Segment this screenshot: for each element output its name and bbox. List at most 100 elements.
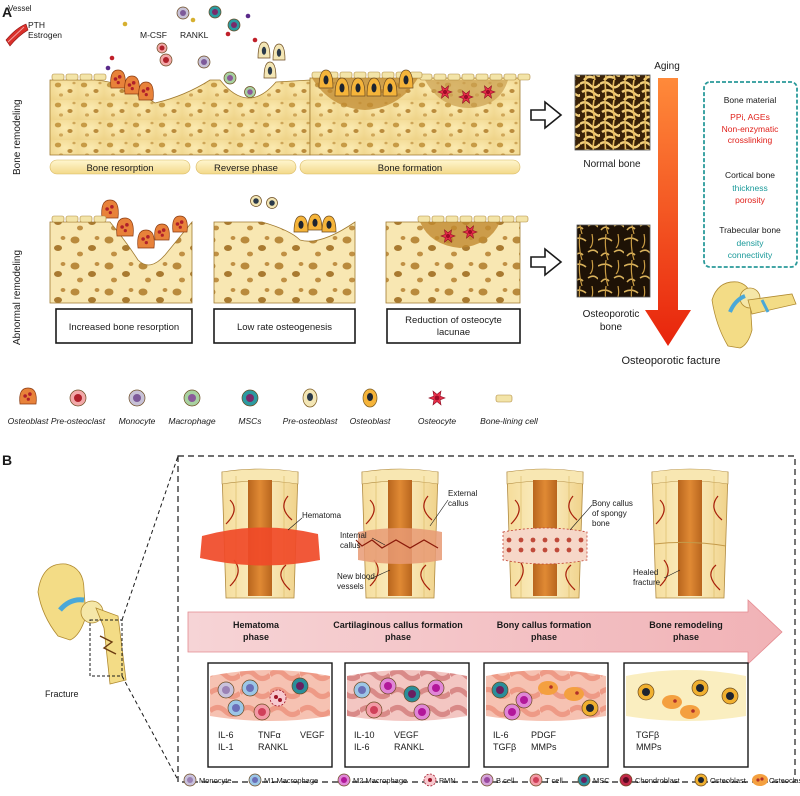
bone-cartilage-stage <box>355 468 442 599</box>
label-internal-callus: Internal <box>340 531 367 540</box>
bone-lining-cell <box>459 215 473 223</box>
signal-molecule <box>252 37 258 43</box>
phase-label-b: Hematoma <box>233 620 280 630</box>
osteocyte-cell <box>437 85 453 99</box>
macrophage-cell <box>223 71 237 85</box>
info-item: PPi, AGEs <box>730 112 770 122</box>
bone-lining-cell <box>515 215 529 223</box>
osteoclast-cell <box>101 199 119 219</box>
cytokine-label: VEGF <box>300 730 325 740</box>
leader-line <box>663 569 681 579</box>
cytokine-label: TGFβ <box>493 742 516 752</box>
osteoclast-cell <box>137 229 155 249</box>
osteoblast-cell <box>637 683 655 701</box>
phase-label-b: Bone remodeling <box>649 620 723 630</box>
phase-timeline-arrow <box>187 599 783 665</box>
pmn-icon <box>423 773 437 787</box>
msc-cell <box>403 685 421 703</box>
monocyte-cell <box>176 6 190 20</box>
msc-cell-icon <box>241 389 259 407</box>
info-item: density <box>737 238 765 248</box>
msc-cell <box>291 677 309 695</box>
bone-lining-cell <box>367 71 381 79</box>
legend-label: Bone-lining cell <box>480 416 539 426</box>
abnormal-block-osteogenesis <box>213 221 356 304</box>
signal-molecule <box>225 31 231 37</box>
cytokine-label: TNFα <box>258 730 281 740</box>
phase-bar <box>195 159 297 175</box>
signal-molecule <box>122 21 128 27</box>
bone-lining-cell <box>381 71 395 79</box>
osteoporotic-bone-label: bone <box>600 322 623 333</box>
cytokine-label: RANKL <box>258 742 288 752</box>
osteocyte-cell <box>458 90 474 104</box>
legend-label: Pre-osteoblast <box>283 416 338 426</box>
signal-molecule <box>190 17 196 23</box>
legend-label: MSCs <box>238 416 262 426</box>
hip-fracture-icon <box>37 563 127 685</box>
osteoblast-cell <box>293 215 309 233</box>
phase-label-b: phase <box>243 632 269 642</box>
osteocyte-cell <box>440 229 456 243</box>
monocyte-cell <box>197 55 211 69</box>
info-item: porosity <box>735 195 766 205</box>
info-item: thickness <box>732 183 767 193</box>
legend-label: Osteoblast <box>350 416 391 426</box>
macrophage-cell-icon <box>183 389 201 407</box>
cytokine-label: VEGF <box>394 730 419 740</box>
m2-macrophage-cell <box>503 703 521 721</box>
arrow-osteoporotic <box>530 247 563 277</box>
pre-osteoclast-cell <box>156 42 168 54</box>
osteoblast-cell <box>366 77 382 97</box>
legend-label: Monocyte <box>119 416 156 426</box>
pre-osteoblast-cell <box>272 43 286 61</box>
osteoblast-cell <box>307 213 323 231</box>
panel-a-letter: A <box>2 4 12 20</box>
bone-lining-cell <box>79 215 93 223</box>
abnormal-label: Increased bone resorption <box>69 322 179 333</box>
healed-line <box>653 541 727 547</box>
macrophage-cell <box>244 86 256 98</box>
hip-joint-icon <box>711 281 797 349</box>
label-healed: fracture <box>633 578 661 587</box>
bone-lining-cell <box>503 73 517 81</box>
osteoblast-icon <box>694 773 708 787</box>
osteoclast-cell-icon <box>19 387 37 405</box>
signal-mcsf: M-CSF <box>140 30 167 40</box>
abnormal-label: Reduction of osteocyte <box>405 315 502 326</box>
cytokine-label: RANKL <box>394 742 424 752</box>
m2-macrophage-cell <box>427 679 445 697</box>
cytokine-label: IL-1 <box>218 742 234 752</box>
m2-macrophage-cell <box>379 677 397 695</box>
osteoclast-cell <box>110 69 126 89</box>
pre-osteoblast-cell <box>266 197 278 209</box>
row-label-abnormal: Abnormal remodeling <box>12 250 23 345</box>
normal-bone-image <box>574 74 651 151</box>
info-title: Bone material <box>724 95 777 105</box>
osteoclast-cell <box>680 705 700 719</box>
abnormal-label-box <box>213 308 356 344</box>
legend-label-b: Chondroblast <box>635 776 681 785</box>
osteoblast-cell <box>318 69 334 89</box>
monocyte-icon <box>183 773 197 787</box>
leader-line <box>367 569 391 581</box>
phase-label: Reverse phase <box>214 163 278 174</box>
abnormal-label: lacunae <box>437 327 470 338</box>
monocyte-cell-icon <box>128 389 146 407</box>
hematoma <box>200 527 320 566</box>
cytokine-label: IL-6 <box>218 730 234 740</box>
fracture-zoom-box <box>89 619 123 677</box>
osteoblast-cell <box>721 687 739 705</box>
osteoblast-cell <box>581 699 599 717</box>
osteoclast-icon <box>752 774 768 786</box>
m2-macrophage-cell <box>515 691 533 709</box>
fracture-label-b: Fracture <box>45 689 79 699</box>
t-cell-icon <box>529 773 543 787</box>
osteoporotic-bone-image <box>576 224 651 298</box>
info-title: Cortical bone <box>725 170 775 180</box>
legend-label-b: Osteoclast <box>769 776 800 785</box>
